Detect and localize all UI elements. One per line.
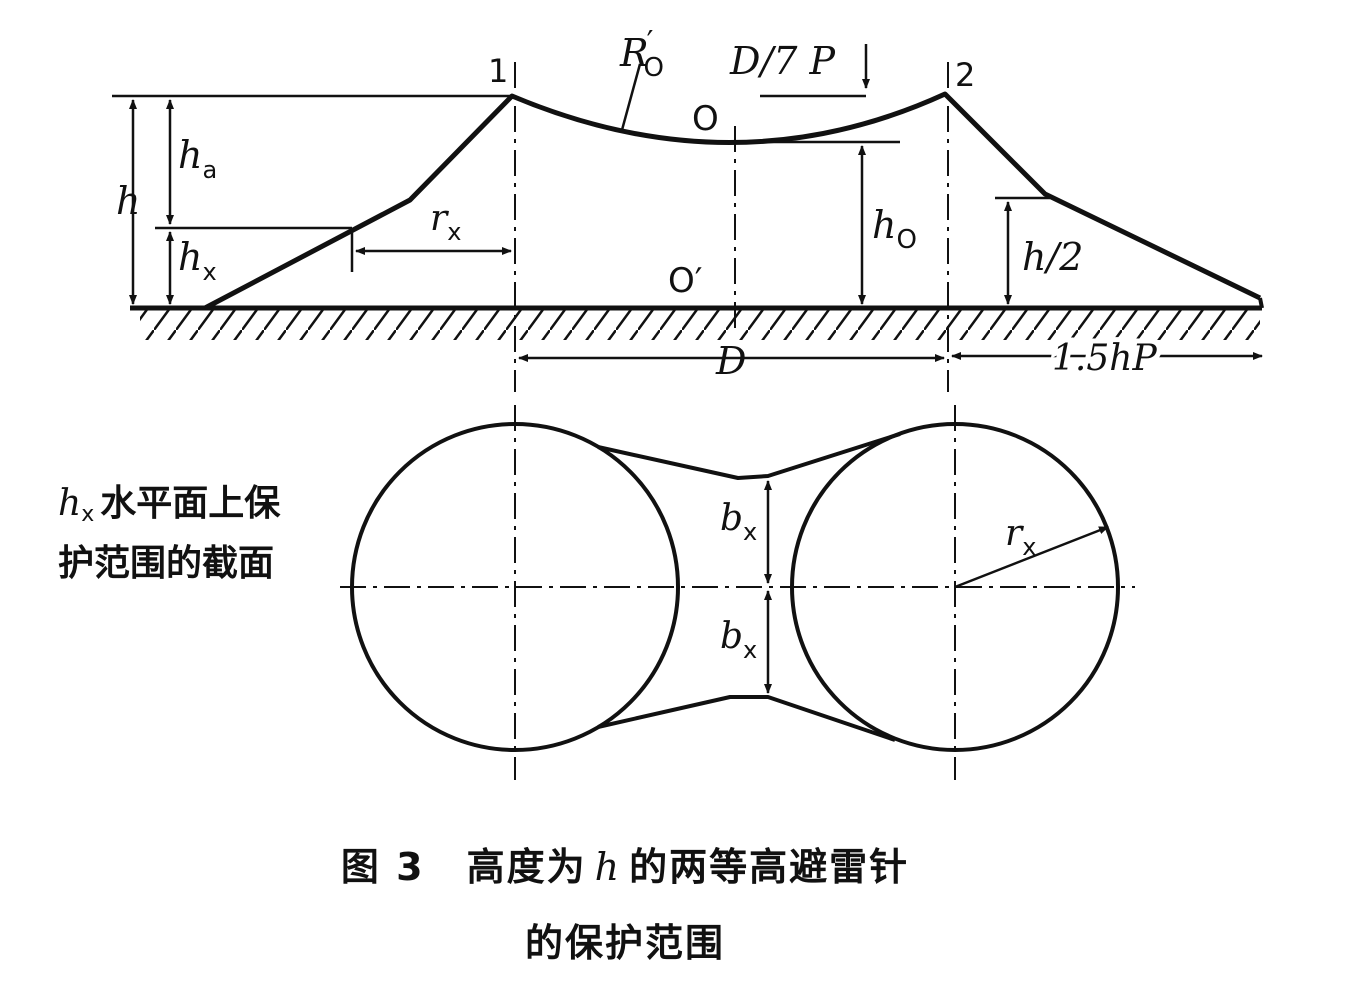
point-o-prime-label: O′ bbox=[668, 261, 702, 301]
bx-upper-label: bx bbox=[720, 498, 757, 546]
ha-label: ha bbox=[178, 133, 217, 184]
point-2-label: 2 bbox=[955, 56, 975, 94]
plan-rx-radius-arrow bbox=[954, 525, 1109, 589]
protection-circle-1 bbox=[350, 422, 680, 752]
h-label: h bbox=[116, 179, 140, 223]
d7p-label: D/7 P bbox=[729, 39, 837, 83]
d-label: D bbox=[715, 339, 746, 383]
ho-label: hO bbox=[872, 203, 917, 255]
caption-variable-h: h bbox=[594, 845, 622, 889]
figure-caption-line-2: 的保护范围 bbox=[524, 921, 725, 965]
point-o-label: O bbox=[692, 99, 719, 139]
caption-text-post: 的两等高避雷针 bbox=[629, 845, 910, 889]
plan-rx-label: rx bbox=[1005, 513, 1036, 561]
radius-label: R′O bbox=[619, 25, 664, 83]
half-h-label: h/2 bbox=[1022, 235, 1083, 279]
hx-label: hx bbox=[178, 235, 217, 286]
protection-circle-2 bbox=[790, 422, 1120, 752]
rx-label: rx bbox=[430, 198, 461, 246]
ground-hatching bbox=[140, 308, 1260, 340]
hp-label: 1.5hP bbox=[1052, 338, 1157, 379]
lightning-protection-diagram: 1 2 O O′ R′O D/7 P h ha hx rx hO h/2 D 1… bbox=[58, 25, 1264, 780]
protection-profile-outline bbox=[203, 91, 1262, 311]
radius-leader-line bbox=[620, 63, 642, 131]
plan-lower-boundary bbox=[597, 695, 896, 742]
figure-number: 图 3 bbox=[340, 845, 425, 889]
point-1-label: 1 bbox=[488, 52, 508, 90]
section-label-line-2: 护范围的截面 bbox=[58, 543, 274, 584]
bx-lower-label: bx bbox=[720, 616, 757, 664]
plan-upper-boundary bbox=[597, 432, 901, 480]
profile-right-foot bbox=[1258, 297, 1264, 309]
caption-text-pre: 高度为 bbox=[466, 845, 587, 889]
